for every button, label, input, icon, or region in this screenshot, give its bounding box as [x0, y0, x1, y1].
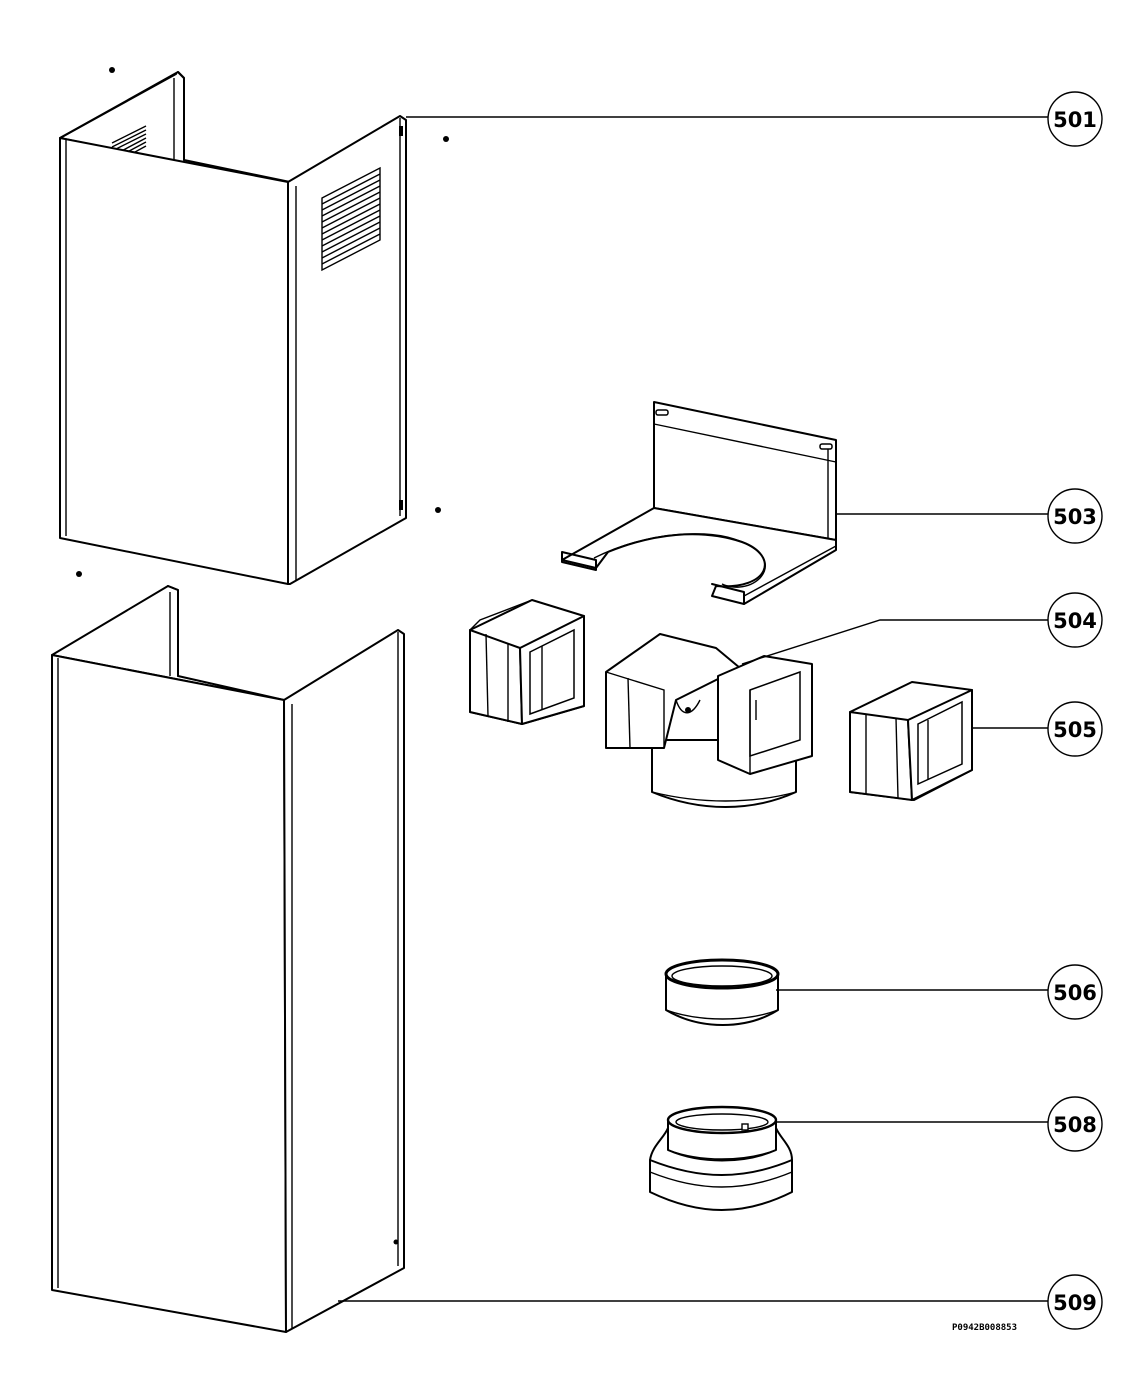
callout-501: 501 [1047, 91, 1103, 147]
lower-chimney-cover [51, 585, 405, 1333]
screw-icon [109, 67, 115, 73]
callout-509: 509 [1047, 1274, 1103, 1330]
callout-505: 505 [1047, 701, 1103, 757]
adapter-ring [664, 958, 780, 1026]
callout-504: 504 [1047, 592, 1103, 648]
callout-label: 504 [1053, 609, 1097, 633]
duct-connector-right [849, 681, 973, 801]
side-vent-grille [321, 166, 381, 272]
screw-icon [76, 571, 82, 577]
screw-icon [435, 507, 441, 513]
callout-label: 501 [1053, 108, 1097, 132]
drawing-code: P0942B008853 [952, 1323, 1017, 1333]
duct-connector-left [469, 599, 585, 725]
callout-label: 503 [1053, 505, 1097, 529]
callout-label: 508 [1053, 1113, 1097, 1137]
mounting-bracket [561, 401, 837, 605]
callout-label: 506 [1053, 981, 1097, 1005]
duct-t-piece [605, 633, 813, 808]
screw-icon [443, 136, 449, 142]
callout-506: 506 [1047, 964, 1103, 1020]
callout-508: 508 [1047, 1096, 1103, 1152]
callout-label: 509 [1053, 1291, 1097, 1315]
reducer-collar [649, 1105, 793, 1211]
callout-label: 505 [1053, 718, 1097, 742]
leader-lines [338, 116, 1048, 1302]
callout-503: 503 [1047, 488, 1103, 544]
upper-chimney-cover [59, 67, 449, 585]
